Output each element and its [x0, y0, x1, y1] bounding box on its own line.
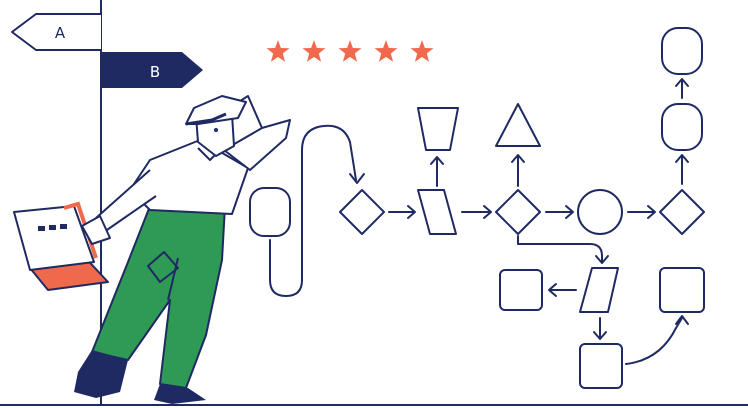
sign-a: A [11, 13, 101, 51]
signpost-icon: A B [11, 0, 203, 405]
flow-connector [625, 317, 683, 365]
process-node [661, 103, 703, 151]
star-icon [374, 40, 398, 62]
flowchart-diagram [249, 27, 705, 389]
end-node [661, 27, 703, 75]
circle-node [577, 189, 623, 235]
process-node [499, 269, 543, 311]
flow-connector [269, 124, 357, 297]
star-icon [410, 40, 434, 62]
sign-a-label: A [55, 24, 66, 42]
decision-node [339, 189, 385, 235]
star-icon [338, 40, 362, 62]
triangle-node [495, 103, 541, 147]
decision-node [495, 189, 541, 235]
star-icon [302, 40, 326, 62]
arrowhead [349, 173, 365, 184]
flow-connector [517, 235, 603, 263]
start-node [249, 187, 291, 237]
person-illustration [13, 95, 291, 404]
manual-operation-node [417, 107, 459, 151]
decision-node [659, 189, 705, 235]
sign-b: B [101, 52, 203, 88]
process-node [417, 189, 457, 235]
process-node [579, 343, 623, 389]
folder-icon [13, 201, 109, 291]
star-icon [266, 40, 290, 62]
star-rating [266, 40, 434, 62]
process-node [659, 267, 705, 313]
sign-b-label: B [150, 63, 160, 81]
process-node [579, 267, 619, 313]
